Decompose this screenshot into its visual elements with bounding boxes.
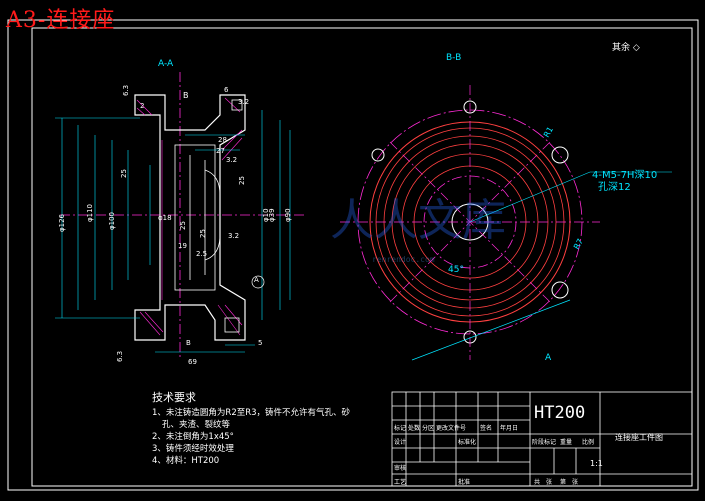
datum-a-circle bbox=[251, 275, 265, 289]
svg-text:重量: 重量 bbox=[560, 438, 572, 446]
svg-text:更改文件号: 更改文件号 bbox=[436, 424, 466, 432]
svg-text:工艺: 工艺 bbox=[394, 478, 406, 486]
svg-text:25: 25 bbox=[199, 229, 207, 238]
aa-dimension-lines bbox=[55, 110, 291, 353]
tech-requirements: 技术要求 1、未注铸造圆角为R2至R3，铸件不允许有气孔、砂 孔、夹渣、裂纹等 … bbox=[152, 392, 350, 467]
svg-text:3.2: 3.2 bbox=[226, 156, 237, 164]
svg-text:3.2: 3.2 bbox=[238, 98, 249, 106]
svg-text:共: 共 bbox=[534, 478, 540, 486]
bb-angle: 45° bbox=[448, 265, 464, 275]
roughness-note-text: 其余 bbox=[612, 43, 631, 53]
svg-text:φ90: φ90 bbox=[284, 208, 292, 222]
svg-text:比例: 比例 bbox=[582, 438, 594, 446]
svg-text:B: B bbox=[186, 339, 191, 347]
roughness-symbol-icon: ◇ bbox=[632, 43, 640, 53]
material-field: HT200 bbox=[534, 403, 586, 423]
svg-text:阶段标记: 阶段标记 bbox=[532, 438, 556, 446]
svg-text:2: 2 bbox=[140, 102, 144, 110]
watermark: 人人文库 renrendoc.com bbox=[330, 195, 506, 264]
title-block bbox=[391, 391, 693, 487]
view-bb-title: B-B bbox=[446, 53, 461, 63]
svg-text:标记: 标记 bbox=[394, 424, 406, 432]
svg-text:6.3: 6.3 bbox=[122, 85, 130, 96]
aa-inner-features bbox=[174, 99, 243, 333]
title-block-labels: 标记 处数 分区 更改文件号 签名 年月日 设计 标准化 阶段标记 重量 比例 … bbox=[394, 424, 594, 486]
tech-item: 4、材料：HT200 bbox=[152, 456, 220, 466]
watermark-text: 人人文库 bbox=[330, 195, 506, 246]
svg-text:φ18: φ18 bbox=[158, 214, 172, 222]
part-name: 连接座工件图 bbox=[615, 433, 663, 442]
svg-text:签名: 签名 bbox=[480, 424, 492, 432]
aa-body-outline bbox=[134, 94, 246, 341]
svg-text:设计: 设计 bbox=[394, 438, 406, 446]
svg-text:φ10: φ10 bbox=[262, 208, 270, 222]
svg-text:28: 28 bbox=[218, 136, 227, 144]
svg-text:27: 27 bbox=[216, 147, 225, 155]
bb-leader-line bbox=[469, 171, 591, 223]
bb-hole-note-1: 4-M5-7H深10 bbox=[592, 169, 657, 181]
bb-radius-1: R1 bbox=[542, 125, 555, 139]
sheet-title: A3-连接座 bbox=[6, 8, 116, 33]
svg-text:年月日: 年月日 bbox=[500, 424, 518, 432]
svg-text:第: 第 bbox=[560, 478, 566, 486]
view-bb: B-B 4-M5-7 bbox=[340, 53, 672, 363]
svg-text:25: 25 bbox=[120, 169, 128, 178]
tech-item: 2、未注倒角为1x45° bbox=[152, 432, 234, 442]
outer-frame bbox=[7, 19, 699, 491]
svg-text:批准: 批准 bbox=[458, 478, 470, 486]
svg-text:69: 69 bbox=[188, 358, 197, 366]
svg-text:标准化: 标准化 bbox=[458, 438, 476, 446]
svg-text:25: 25 bbox=[238, 176, 246, 185]
bb-section-line bbox=[411, 299, 571, 361]
svg-text:3.2: 3.2 bbox=[228, 232, 239, 240]
tech-item: 孔、夹渣、裂纹等 bbox=[162, 420, 231, 430]
svg-text:φ100: φ100 bbox=[108, 212, 116, 230]
bb-hole-note-2: 孔深12 bbox=[598, 181, 631, 193]
watermark-url: renrendoc.com bbox=[372, 255, 435, 264]
aa-dimension-texts: 6.3 2 25 3.2 6 28 27 3.2 25 φ126 φ100 φ1… bbox=[58, 85, 292, 366]
svg-text:19: 19 bbox=[178, 242, 187, 250]
svg-text:φ110: φ110 bbox=[86, 204, 94, 222]
svg-text:A: A bbox=[254, 276, 259, 284]
section-aa: A-A bbox=[55, 59, 305, 366]
inner-frame bbox=[31, 27, 693, 487]
scale-value: 1:1 bbox=[590, 459, 603, 468]
svg-text:φ39: φ39 bbox=[268, 208, 276, 222]
tech-heading: 技术要求 bbox=[152, 391, 196, 404]
section-aa-title: A-A bbox=[158, 59, 174, 69]
bb-radius-2: R7 bbox=[572, 237, 585, 251]
bb-section-mark: A bbox=[545, 353, 552, 363]
tech-item: 3、铸件须经时效处理 bbox=[152, 444, 234, 454]
svg-text:审核: 审核 bbox=[394, 464, 406, 472]
svg-text:2.5: 2.5 bbox=[196, 250, 207, 258]
aa-cut-label-b: B bbox=[183, 91, 189, 100]
svg-text:6: 6 bbox=[224, 86, 229, 94]
svg-text:分区: 分区 bbox=[422, 424, 434, 432]
svg-text:φ126: φ126 bbox=[58, 213, 66, 232]
svg-text:处数: 处数 bbox=[408, 424, 420, 432]
svg-text:5: 5 bbox=[258, 339, 262, 347]
svg-text:6.3: 6.3 bbox=[116, 351, 124, 362]
svg-text:25: 25 bbox=[179, 221, 187, 230]
svg-text:张: 张 bbox=[546, 478, 552, 486]
roughness-note: 其余 ◇ bbox=[612, 40, 640, 53]
aa-hatching bbox=[136, 97, 243, 336]
tech-item: 1、未注铸造圆角为R2至R3，铸件不允许有气孔、砂 bbox=[152, 408, 351, 418]
svg-text:张: 张 bbox=[572, 478, 578, 486]
